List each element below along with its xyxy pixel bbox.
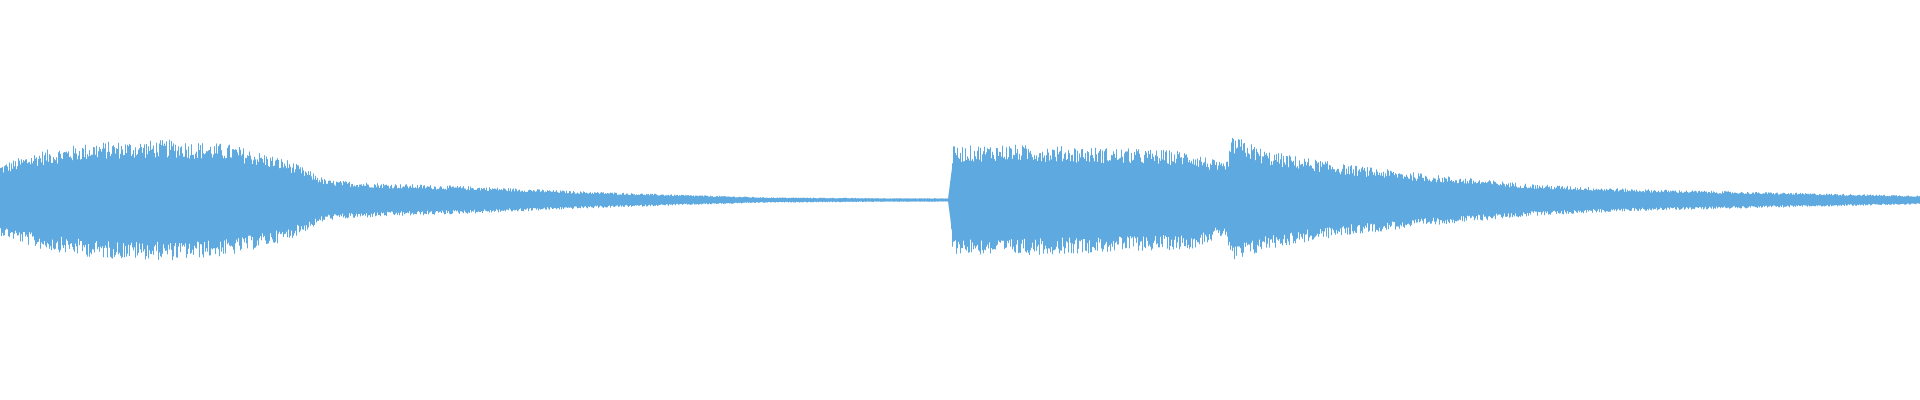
- waveform-body: [0, 159, 1920, 241]
- waveform-samples: [0, 137, 1920, 261]
